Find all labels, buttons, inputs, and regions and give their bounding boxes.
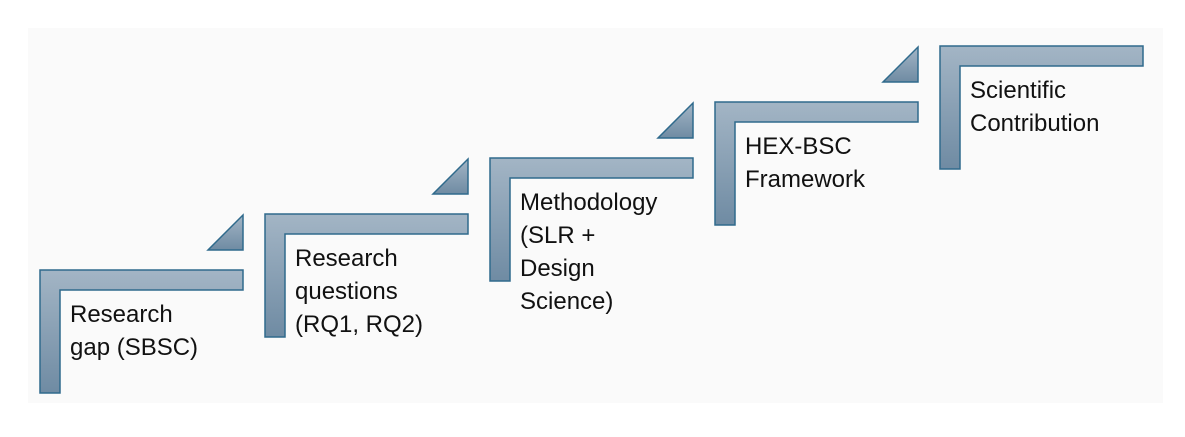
- step-bracket-2: [264, 213, 469, 338]
- step-arrow-triangle-2: [431, 157, 469, 195]
- step-bracket-5: [939, 45, 1144, 170]
- step-label-5: Scientific Contribution: [970, 77, 1100, 137]
- step-label-2: Research questions (RQ1, RQ2): [295, 245, 424, 338]
- step-arrow-triangle-4: [881, 45, 919, 83]
- step-arrow-triangle-3: [656, 101, 694, 139]
- step-label-1: Research gap (SBSC): [70, 301, 199, 361]
- step-bracket-3: [489, 157, 694, 282]
- background-panel: [28, 28, 1163, 403]
- step-bracket-1: [39, 269, 244, 394]
- step-label-4: HEX-BSC Framework: [745, 133, 866, 193]
- step-bracket-4: [714, 101, 919, 226]
- step-label-3: Methodology (SLR + Design Science): [520, 189, 658, 315]
- step-arrow-triangle-1: [206, 213, 244, 251]
